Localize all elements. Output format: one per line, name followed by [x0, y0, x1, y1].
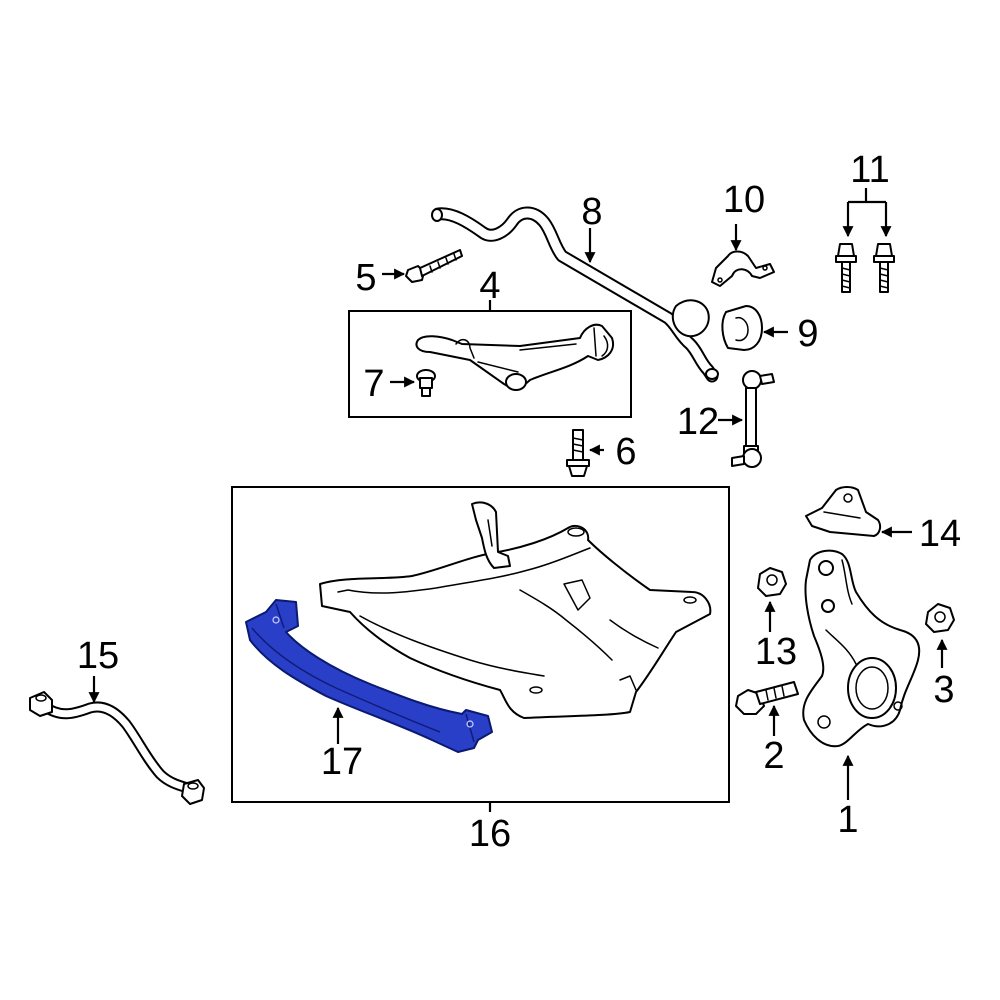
front-crossmember-highlighted[interactable]: [245, 599, 493, 753]
callout-4: 4: [479, 265, 500, 307]
lower-control-arm[interactable]: [415, 323, 614, 391]
mount-bracket[interactable]: [805, 486, 882, 537]
callout-9: 9: [797, 313, 818, 355]
steering-knuckle[interactable]: [802, 549, 921, 748]
callout-6: 6: [615, 431, 636, 473]
callout-3: 3: [933, 669, 954, 711]
callout-7: 7: [363, 363, 384, 405]
arm-fastener[interactable]: [416, 369, 436, 397]
callout-1: 1: [837, 799, 858, 841]
callout-10: 10: [723, 179, 765, 221]
callout-2: 2: [763, 735, 784, 777]
stabilizer-link[interactable]: [731, 370, 775, 468]
stabilizer-bushing[interactable]: [721, 305, 763, 351]
callout-17: 17: [321, 741, 363, 783]
front-subframe[interactable]: [319, 501, 712, 719]
arm-bolt[interactable]: [405, 249, 463, 283]
callout-labels: 1 2 3 4 5 6 7 8 9 10 11 12 13 14 15 16 1…: [77, 149, 961, 855]
subframe-bolt[interactable]: [566, 429, 590, 477]
callout-13: 13: [755, 631, 797, 673]
callout-15: 15: [77, 635, 119, 677]
stabilizer-bracket[interactable]: [711, 250, 775, 287]
callout-12: 12: [677, 401, 719, 443]
callout-11: 11: [850, 149, 889, 191]
hub-nut[interactable]: [925, 603, 955, 633]
callout-16: 16: [469, 813, 511, 855]
knuckle-nut[interactable]: [757, 567, 787, 597]
bolt-pair[interactable]: [835, 243, 895, 293]
leader-lines: [88, 188, 948, 812]
stabilizer-bar[interactable]: [431, 206, 719, 383]
lower-tie-bar[interactable]: [29, 691, 205, 805]
callout-14: 14: [919, 513, 961, 555]
callout-8: 8: [581, 191, 602, 233]
knuckle-bolt[interactable]: [735, 681, 799, 715]
callout-5: 5: [355, 257, 376, 299]
subframe-group-box: [231, 486, 730, 803]
